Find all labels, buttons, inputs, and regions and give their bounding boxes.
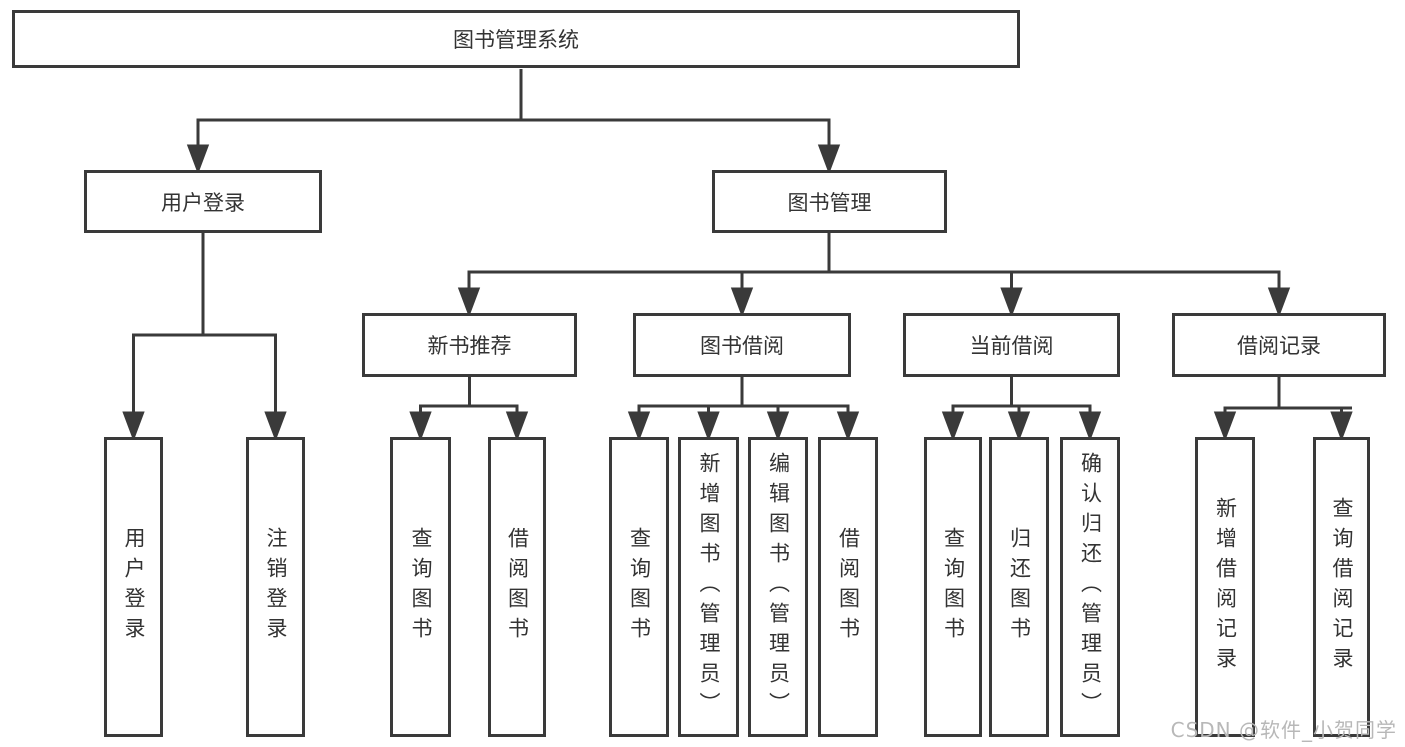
csdn-watermark: CSDN @软件_小贺同学 [1170, 718, 1397, 742]
node-book-management: 图书管理 [712, 170, 947, 233]
leaf-query-books-borrowing: 查询图书 [609, 437, 669, 737]
leaf-user-login: 用户登录 [104, 437, 163, 737]
leaf-query-books-recommend: 查询图书 [390, 437, 451, 737]
leaf-return-books: 归还图书 [989, 437, 1049, 737]
node-borrowing-records: 借阅记录 [1172, 313, 1386, 377]
leaf-edit-books-admin: 编辑图书（管理员） [748, 437, 808, 737]
leaf-confirm-return-admin: 确认归还（管理员） [1060, 437, 1120, 737]
node-book-borrowing: 图书借阅 [633, 313, 851, 377]
leaf-add-books-admin: 新增图书（管理员） [678, 437, 739, 737]
leaf-query-books-current: 查询图书 [924, 437, 982, 737]
leaf-borrow-books-recommend: 借阅图书 [488, 437, 546, 737]
node-user-login: 用户登录 [84, 170, 322, 233]
node-library-management-system: 图书管理系统 [12, 10, 1020, 68]
leaf-borrow-books-borrowing: 借阅图书 [818, 437, 878, 737]
node-new-book-recommend: 新书推荐 [362, 313, 577, 377]
leaf-query-borrow-record: 查询借阅记录 [1313, 437, 1370, 737]
leaf-add-borrow-record: 新增借阅记录 [1195, 437, 1255, 737]
node-current-borrowing: 当前借阅 [903, 313, 1120, 377]
leaf-logout-login: 注销登录 [246, 437, 305, 737]
